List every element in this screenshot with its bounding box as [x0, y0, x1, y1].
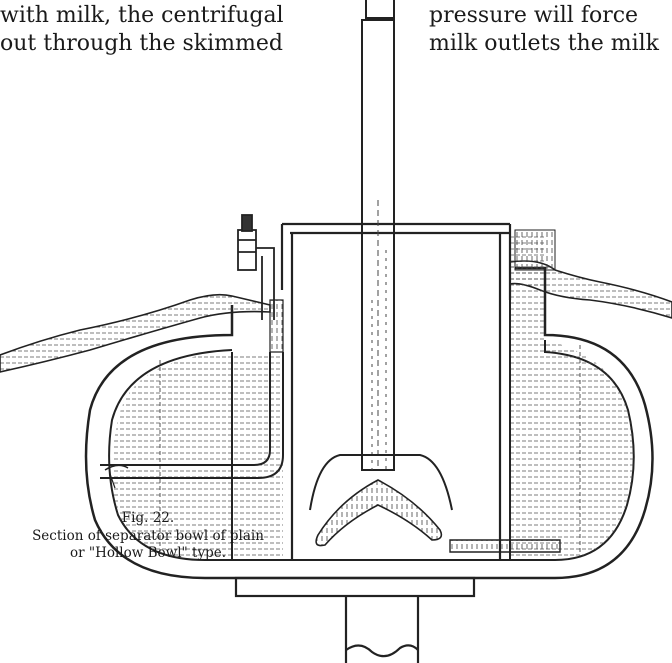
figure-label: Fig. 22. — [28, 510, 268, 528]
figure-caption: Fig. 22. Section of separator bowl of pl… — [28, 510, 268, 563]
milk-distributor — [310, 455, 452, 546]
caption-line-2: or "Hollow Bowl" type. — [28, 545, 268, 563]
right-milk-chamber — [450, 233, 634, 560]
feed-tube-top — [366, 0, 394, 18]
spindle-housing — [236, 578, 474, 663]
caption-line-1: Section of separator bowl of plain — [28, 528, 268, 546]
central-feed-tube — [362, 20, 394, 470]
